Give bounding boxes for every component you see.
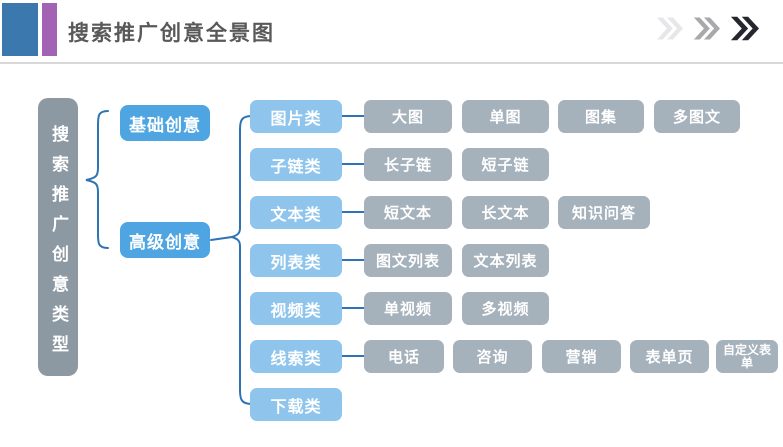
node-category-sublink: 子链类 — [250, 148, 342, 181]
node-advanced-creative: 高级创意 — [120, 222, 210, 258]
double-chevron-icon-light — [656, 17, 683, 40]
node-child-custom-form: 自定义表单 — [716, 340, 778, 373]
node-child-text-list: 文本列表 — [462, 244, 549, 277]
node-child-form-page: 表单页 — [630, 340, 709, 373]
node-child-phone: 电话 — [364, 340, 444, 373]
node-category-video: 视频类 — [250, 292, 342, 325]
node-child-long-sublink: 长子链 — [364, 148, 452, 181]
node-child-short-text: 短文本 — [364, 196, 452, 229]
node-category-text: 文本类 — [250, 196, 342, 229]
connector-lines — [85, 110, 365, 405]
double-chevron-icon-medium — [693, 17, 720, 40]
node-child-single-video: 单视频 — [364, 292, 452, 325]
node-child-consult: 咨询 — [453, 340, 532, 373]
node-child-single-image: 单图 — [462, 100, 549, 133]
diagram-canvas: 搜索推广创意类型 基础创意 高级创意 图片类 子链类 文本类 列表类 视频类 线… — [0, 64, 783, 447]
node-child-marketing: 营销 — [542, 340, 621, 373]
node-root: 搜索推广创意类型 — [38, 98, 78, 376]
header-accent-blue-block — [2, 3, 38, 56]
node-category-download: 下载类 — [250, 388, 342, 421]
node-child-long-text: 长文本 — [462, 196, 549, 229]
node-child-short-sublink: 短子链 — [462, 148, 549, 181]
node-child-multi-image: 多图文 — [654, 100, 740, 133]
node-basic-creative: 基础创意 — [120, 105, 210, 141]
double-chevron-icons — [656, 16, 759, 41]
node-child-big-image: 大图 — [364, 100, 452, 133]
node-category-lead: 线索类 — [250, 340, 342, 373]
node-category-list: 列表类 — [250, 244, 342, 277]
node-category-image: 图片类 — [250, 100, 342, 133]
double-chevron-icon-dark — [730, 16, 759, 41]
header-accent-purple-block — [42, 3, 57, 56]
page-title: 搜索推广创意全景图 — [68, 22, 275, 45]
node-child-knowledge-qa: 知识问答 — [558, 196, 650, 229]
node-child-image-set: 图集 — [558, 100, 644, 133]
slide-header: 搜索推广创意全景图 — [0, 0, 783, 64]
node-child-multi-video: 多视频 — [462, 292, 549, 325]
node-child-image-text-list: 图文列表 — [364, 244, 452, 277]
